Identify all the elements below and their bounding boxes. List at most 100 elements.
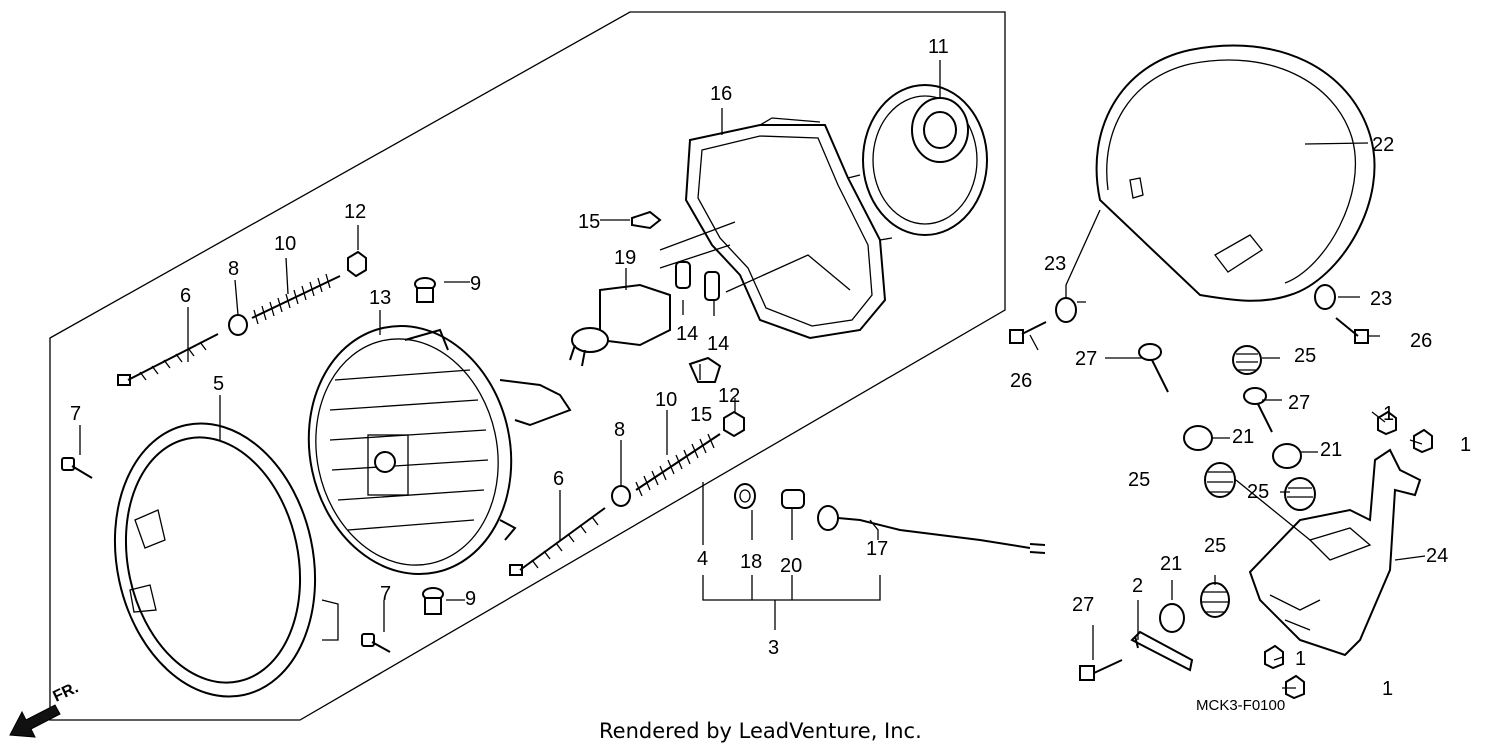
part-label[interactable]: 6: [553, 468, 564, 490]
spring-10-lower[interactable]: [635, 433, 721, 497]
bolt-7-upper[interactable]: [61, 457, 93, 479]
part-label[interactable]: 18: [740, 551, 762, 573]
diagram-code: MCK3-F0100: [1196, 697, 1285, 714]
part-label[interactable]: 20: [780, 555, 802, 577]
nut-1-c[interactable]: [1264, 644, 1284, 670]
damper-25-d[interactable]: [1200, 582, 1230, 618]
part-label[interactable]: 7: [70, 403, 81, 425]
part-label[interactable]: 9: [465, 588, 476, 610]
socket-20[interactable]: [781, 489, 805, 509]
part-label[interactable]: 15: [578, 211, 600, 233]
part-label[interactable]: 1: [1460, 434, 1471, 456]
clip-14-left[interactable]: [675, 261, 691, 289]
collar-21-lower[interactable]: [1159, 603, 1185, 633]
part-label[interactable]: 16: [710, 83, 732, 105]
adjuster-screw-lower[interactable]: [509, 507, 606, 576]
part-label[interactable]: 27: [1072, 594, 1094, 616]
spring-10-upper[interactable]: [251, 273, 341, 325]
part-label[interactable]: 8: [228, 258, 239, 280]
part-label[interactable]: 17: [866, 538, 888, 560]
nut-1-b[interactable]: [1413, 428, 1433, 454]
headlight-case[interactable]: [1095, 44, 1376, 302]
credit-text: Rendered by LeadVenture, Inc.: [599, 719, 922, 743]
clip-14-right[interactable]: [704, 271, 720, 301]
part-label[interactable]: 13: [369, 287, 391, 309]
nut-12-lower[interactable]: [723, 410, 745, 438]
collar-21-upper[interactable]: [1183, 425, 1213, 451]
leader-lines: [79, 60, 1426, 689]
damper-25-a[interactable]: [1232, 345, 1262, 375]
part-label[interactable]: 14: [707, 333, 729, 355]
part-label[interactable]: 3: [768, 637, 779, 659]
part-label[interactable]: 25: [1294, 345, 1316, 367]
clip-nut-15-lower[interactable]: [688, 356, 722, 383]
part-label[interactable]: 2: [1132, 575, 1143, 597]
part-label[interactable]: 25: [1204, 535, 1226, 557]
headlight-socket-housing[interactable]: [862, 84, 988, 236]
grommet-23-right[interactable]: [1314, 284, 1336, 310]
part-label[interactable]: 25: [1128, 469, 1150, 491]
headlight-unit[interactable]: [286, 307, 572, 593]
part-label[interactable]: 21: [1160, 553, 1182, 575]
part-label[interactable]: 24: [1426, 545, 1448, 567]
part-label[interactable]: 22: [1372, 134, 1394, 156]
bolt-27-upper[interactable]: [1138, 343, 1169, 393]
assembly-frame: [49, 11, 1006, 721]
nut-1-d[interactable]: [1285, 674, 1305, 700]
part-label[interactable]: 23: [1370, 288, 1392, 310]
part-label[interactable]: 10: [655, 389, 677, 411]
bolt-27-middle[interactable]: [1243, 387, 1273, 433]
headlight-rim[interactable]: [90, 405, 339, 716]
part-label[interactable]: 1: [1383, 403, 1394, 425]
headlight-case-bracket[interactable]: [684, 117, 893, 340]
part-label[interactable]: 9: [470, 273, 481, 295]
part-label[interactable]: 11: [928, 36, 949, 58]
part-label[interactable]: 5: [213, 373, 224, 395]
part-label[interactable]: 1: [1295, 648, 1306, 670]
part-label[interactable]: 7: [380, 583, 391, 605]
part-label[interactable]: 15: [690, 404, 712, 426]
headlight-stay-bracket[interactable]: [1248, 448, 1422, 657]
part-label[interactable]: 21: [1320, 439, 1342, 461]
direction-label: FR.: [51, 679, 82, 705]
washer-8-upper[interactable]: [228, 314, 248, 336]
part-label[interactable]: 8: [614, 419, 625, 441]
nut-1-a[interactable]: [1377, 410, 1397, 436]
screw-9-lower[interactable]: [422, 587, 444, 615]
part-label[interactable]: 26: [1410, 330, 1432, 352]
bolt-27-lower[interactable]: [1079, 659, 1123, 681]
headlight-bulb[interactable]: [569, 283, 671, 367]
part-label[interactable]: 14: [676, 323, 698, 345]
grommet-18[interactable]: [734, 483, 756, 509]
part-label[interactable]: 4: [697, 548, 708, 570]
part-label[interactable]: 27: [1288, 392, 1310, 414]
grommet-23-left[interactable]: [1055, 297, 1077, 323]
part-label[interactable]: 12: [718, 385, 740, 407]
bolt-26-left[interactable]: [1009, 321, 1047, 344]
damper-25-b[interactable]: [1204, 462, 1236, 498]
front-direction-arrow: FR.: [9, 679, 82, 738]
part-labels: 1 1 1 1 2 3 4 5 6 6 7 7 8 8 9 9 10 10 11…: [70, 36, 1471, 700]
part-label[interactable]: 26: [1010, 370, 1032, 392]
part-label[interactable]: 27: [1075, 348, 1097, 370]
screw-9-upper[interactable]: [414, 277, 436, 303]
part-label[interactable]: 12: [344, 201, 366, 223]
part-label[interactable]: 6: [180, 285, 191, 307]
nut-12-upper[interactable]: [347, 250, 367, 278]
part-label[interactable]: 19: [614, 247, 636, 269]
part-label[interactable]: 25: [1247, 481, 1269, 503]
collar-21-middle[interactable]: [1272, 443, 1302, 469]
clip-nut-15-upper[interactable]: [631, 210, 662, 230]
part-label[interactable]: 21: [1232, 426, 1254, 448]
socket-wire-17[interactable]: [817, 505, 1046, 554]
damper-25-c[interactable]: [1284, 477, 1316, 511]
adjuster-screw-upper[interactable]: [117, 333, 219, 386]
washer-8-lower[interactable]: [611, 485, 631, 507]
part-label[interactable]: 23: [1044, 253, 1066, 275]
harness-clamp-2[interactable]: [1130, 630, 1194, 672]
part-label[interactable]: 1: [1382, 678, 1393, 700]
bolt-7-lower[interactable]: [361, 633, 391, 653]
bolt-26-right[interactable]: [1335, 317, 1369, 344]
part-label[interactable]: 10: [274, 233, 296, 255]
